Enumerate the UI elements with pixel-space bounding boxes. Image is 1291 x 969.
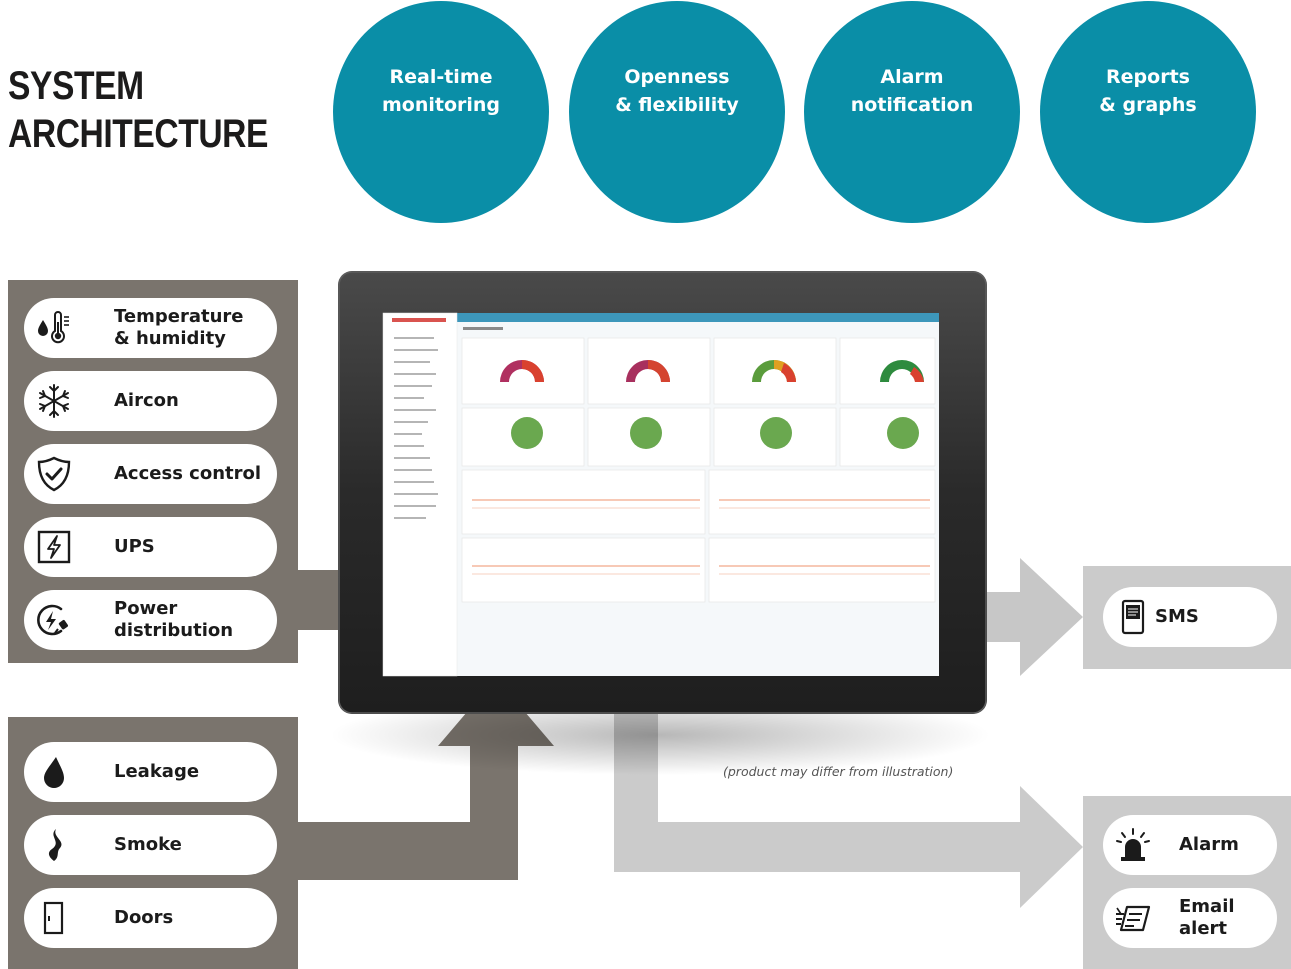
- feature-reports-graphs: Reports& graphs: [1040, 1, 1256, 223]
- input-label: Aircon: [114, 390, 179, 411]
- siren-icon: [1115, 827, 1151, 863]
- product-disclaimer: (product may differ from illustration): [723, 764, 954, 779]
- monitor: [338, 271, 987, 714]
- feature-label: Openness& flexibility: [615, 66, 739, 116]
- thermometer-drop-icon: [36, 310, 72, 346]
- title-line-1: SYSTEM: [8, 64, 144, 108]
- input-label: Access control: [114, 463, 262, 484]
- input-ups: UPS: [24, 517, 277, 577]
- snowflake-icon: [36, 383, 72, 419]
- input-doors: Doors: [24, 888, 277, 948]
- page-title: SYSTEM ARCHITECTURE: [8, 62, 268, 158]
- sms-output-arrow: [932, 558, 1083, 676]
- output-label: SMS: [1155, 606, 1199, 627]
- input-smoke: Smoke: [24, 815, 277, 875]
- input-aircon: Aircon: [24, 371, 277, 431]
- feature-label: Reports& graphs: [1099, 66, 1197, 116]
- input-label: Temperature& humidity: [114, 306, 244, 349]
- phone-icon: [1115, 599, 1151, 635]
- input-label: Doors: [114, 907, 174, 928]
- gauge-row: [461, 337, 936, 405]
- chart-panels: [461, 469, 936, 603]
- input-label: Smoke: [114, 834, 182, 855]
- door-icon: [36, 900, 72, 936]
- shield-check-icon: [36, 456, 72, 492]
- lightning-box-icon: [36, 529, 72, 565]
- output-sms: SMS: [1103, 587, 1277, 647]
- smoke-icon: [36, 827, 72, 863]
- water-drop-icon: [36, 754, 72, 790]
- status-row: [461, 407, 936, 467]
- input-access-control: Access control: [24, 444, 277, 504]
- title-line-2: ARCHITECTURE: [8, 112, 269, 156]
- output-label: Alarm: [1179, 834, 1239, 855]
- output-alarm: Alarm: [1103, 815, 1277, 875]
- feature-openness-flexibility: Openness& flexibility: [569, 1, 785, 223]
- power-plug-icon: [36, 602, 72, 638]
- email-icon: [1115, 900, 1151, 936]
- input-temperature-humidity: Temperature& humidity: [24, 298, 277, 358]
- monitor-shadow: [330, 695, 990, 775]
- input-label: UPS: [114, 536, 155, 557]
- alarm-output-arrow: [614, 660, 1083, 908]
- input-leakage: Leakage: [24, 742, 277, 802]
- input-label: Leakage: [114, 761, 200, 782]
